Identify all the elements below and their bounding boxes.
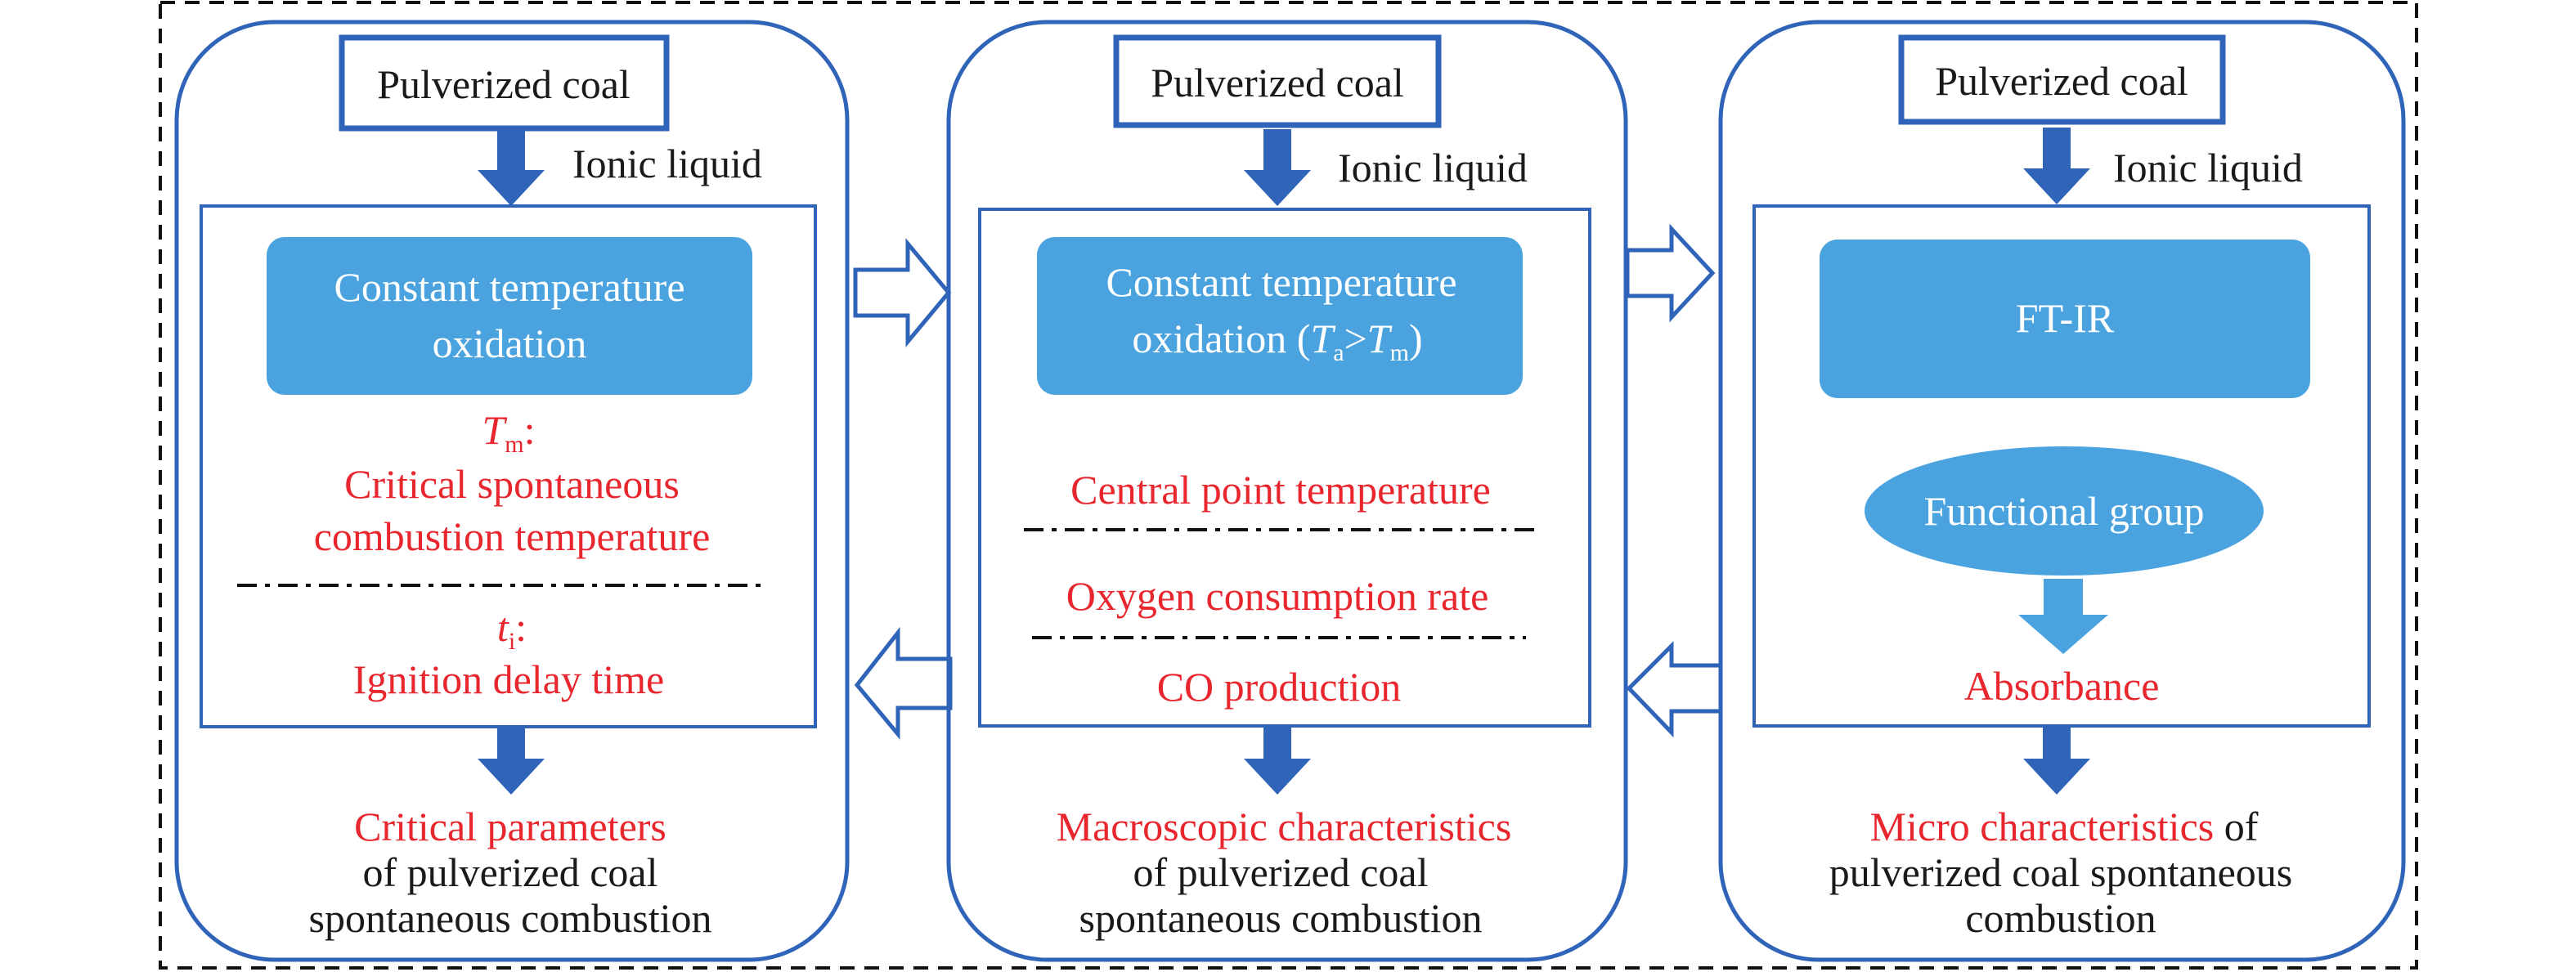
panel-2-reagent-label: Ionic liquid bbox=[1338, 145, 1528, 190]
panel-critical-parameters: Pulverized coal Ionic liquid Constant te… bbox=[174, 20, 850, 962]
panel-1-process-line-2: oxidation bbox=[433, 320, 587, 366]
panel-3-process-box bbox=[1820, 240, 2310, 398]
panel-2-process-line-1: Constant temperature bbox=[1106, 259, 1456, 305]
hollow-arrow-left-2 bbox=[1626, 640, 1723, 738]
panel-3-result-line-0: Micro characteristics of bbox=[1870, 804, 2259, 849]
panel-2-down-arrow-bottom bbox=[1244, 728, 1311, 795]
panel-1-process-line-1: Constant temperature bbox=[334, 264, 684, 310]
panel-3-measure: Absorbance bbox=[1964, 663, 2160, 709]
panel-1-param-2-symbol: ti: bbox=[497, 604, 527, 655]
panel-2-measure-2: Oxygen consumption rate bbox=[1066, 573, 1489, 619]
hollow-arrow-right-2 bbox=[1625, 223, 1716, 323]
panel-3-process-label: FT-IR bbox=[2016, 295, 2115, 341]
panel-3-result-line-1: pulverized coal spontaneous bbox=[1829, 849, 2292, 895]
panel-2-process-line-2: oxidation (Ta>Tm) bbox=[1132, 316, 1422, 366]
panel-3-down-arrow-bottom bbox=[2023, 728, 2090, 795]
panel-2-measure-1: Central point temperature bbox=[1070, 467, 1491, 513]
panel-1-reagent-label: Ionic liquid bbox=[572, 141, 762, 186]
panel-1-param-2-line-1: Ignition delay time bbox=[353, 656, 664, 702]
panel-3-functional-group-label: Functional group bbox=[1923, 488, 2204, 534]
panel-1-frame bbox=[174, 20, 850, 962]
outer-dashed-frame bbox=[159, 1, 2418, 970]
panel-3-functional-group-ellipse bbox=[1865, 446, 2264, 576]
panel-1-process-box bbox=[267, 237, 752, 395]
panel-3-down-arrow-top bbox=[2023, 128, 2090, 204]
panel-1-down-arrow-bottom bbox=[478, 728, 545, 795]
panel-3-result-line-2: combustion bbox=[1965, 895, 2156, 941]
hollow-arrow-right-1 bbox=[853, 238, 952, 347]
panel-2-input-label: Pulverized coal bbox=[1151, 60, 1404, 105]
panel-3-frame bbox=[1718, 20, 2406, 962]
panel-1-param-1-symbol: Tm: bbox=[482, 407, 535, 458]
panel-2-result-line-1: of pulverized coal bbox=[1133, 849, 1429, 895]
panel-1-result-line-2: spontaneous combustion bbox=[308, 895, 711, 941]
panel-1-input-box bbox=[339, 34, 670, 132]
panel-1-result-highlight: Critical parameters bbox=[354, 804, 666, 849]
panel-2-input-box bbox=[1113, 34, 1442, 128]
panel-2-down-arrow-top bbox=[1244, 129, 1311, 206]
panel-1-param-1-line-2: combustion temperature bbox=[314, 513, 711, 559]
panel-2-measure-3: CO production bbox=[1157, 664, 1402, 710]
panel-2-result-line-2: spontaneous combustion bbox=[1079, 895, 1482, 941]
panel-1-result-line-1: of pulverized coal bbox=[363, 849, 658, 895]
panel-1-down-arrow-top bbox=[478, 131, 545, 206]
panel-2-frame bbox=[946, 20, 1628, 962]
panel-3-input-box bbox=[1898, 34, 2226, 125]
panel-macroscopic-characteristics: Pulverized coal Ionic liquid Constant te… bbox=[946, 20, 1628, 962]
panel-micro-characteristics: Pulverized coal Ionic liquid FT-IR Funct… bbox=[1718, 20, 2406, 962]
hollow-arrow-left-1 bbox=[854, 626, 953, 740]
panel-1-param-1-line-1: Critical spontaneous bbox=[344, 461, 680, 507]
panel-3-reagent-label: Ionic liquid bbox=[2113, 145, 2303, 190]
panel-1-input-label: Pulverized coal bbox=[377, 61, 631, 107]
panel-2-process-box bbox=[1037, 237, 1523, 395]
panel-3-input-label: Pulverized coal bbox=[1935, 58, 2188, 104]
panel-3-light-down-arrow bbox=[2018, 579, 2108, 654]
panel-2-result-highlight: Macroscopic characteristics bbox=[1057, 804, 1512, 849]
